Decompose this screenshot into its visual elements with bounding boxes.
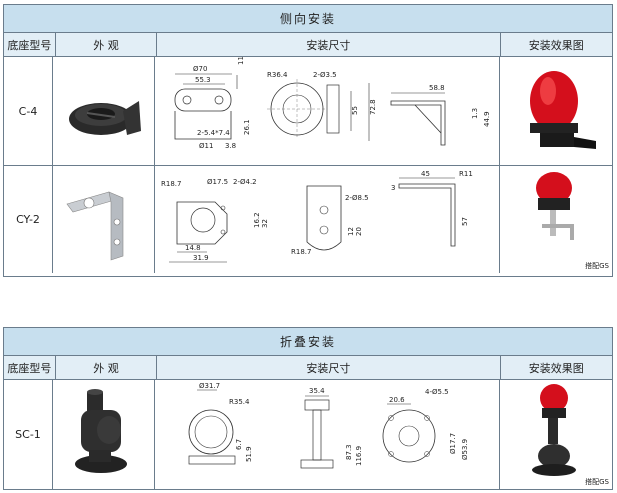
svg-text:Ø17.5: Ø17.5: [207, 178, 228, 186]
header-effect: 安装效果图: [528, 38, 584, 52]
model-label: CY-2: [4, 166, 53, 273]
svg-text:45: 45: [421, 170, 430, 178]
folding-mount-table: 折叠安装 底座型号 外 观 安装尺寸 安装效果图 SC-1 Ø31.7: [3, 327, 613, 490]
svg-text:R11: R11: [459, 170, 473, 178]
mount-effect-image: [500, 57, 612, 165]
svg-text:87.3: 87.3: [345, 444, 353, 460]
svg-text:3.8: 3.8: [225, 142, 236, 150]
table-header: 底座型号 外 观 安装尺寸 安装效果图: [4, 33, 612, 57]
mount-effect-image: 搭配GS: [500, 166, 612, 273]
svg-text:2-Ø4.2: 2-Ø4.2: [233, 178, 257, 186]
svg-text:20.6: 20.6: [389, 396, 405, 404]
table-row: CY-2 R18.7 Ø17.5 2-Ø4.2 16.2 32: [4, 166, 612, 273]
model-label: SC-1: [4, 380, 53, 489]
red-beacon-image: [530, 71, 596, 149]
model-label: C-4: [4, 57, 53, 165]
header-dimensions: 安装尺寸: [157, 356, 501, 379]
svg-text:55: 55: [351, 106, 359, 115]
table-row: SC-1 Ø31.7 R35.4 6.7 51.9: [4, 380, 612, 489]
side-mount-table: 侧向安装 底座型号 外 观 安装尺寸 安装效果图 C-4 Ø70 55.3: [3, 4, 613, 277]
table-title: 侧向安装: [4, 5, 612, 33]
svg-text:2-Ø3.5: 2-Ø3.5: [313, 71, 337, 79]
svg-text:32: 32: [261, 219, 269, 228]
table-header: 底座型号 外 观 安装尺寸 安装效果图: [4, 356, 612, 380]
svg-text:72.8: 72.8: [369, 99, 377, 115]
svg-text:2-5.4*7.4: 2-5.4*7.4: [197, 129, 230, 137]
table-title: 折叠安装: [4, 328, 612, 356]
svg-text:Ø53.9: Ø53.9: [461, 439, 469, 460]
svg-text:44.9: 44.9: [483, 111, 491, 127]
svg-text:12: 12: [347, 227, 355, 236]
svg-text:14.8: 14.8: [185, 244, 201, 252]
red-beacon-image: [532, 384, 576, 476]
product-photo: [53, 57, 155, 165]
header-appearance: 外 观: [56, 356, 158, 379]
svg-text:Ø31.7: Ø31.7: [199, 382, 220, 390]
pairing-note: 搭配GS: [585, 262, 609, 270]
svg-text:20: 20: [355, 227, 363, 236]
red-beacon-image: [536, 172, 574, 240]
svg-text:R35.4: R35.4: [229, 398, 250, 406]
svg-text:57: 57: [461, 217, 469, 226]
svg-text:R18.7: R18.7: [161, 180, 181, 188]
dimension-drawing: R18.7 Ø17.5 2-Ø4.2 16.2 32 14.8 31.9 2-Ø…: [155, 166, 500, 273]
c4-bracket-image: [69, 101, 141, 135]
svg-text:Ø11: Ø11: [199, 142, 213, 150]
table-row: C-4 Ø70 55.3 11.2: [4, 49, 612, 166]
header-appearance: 外 观: [56, 33, 158, 56]
dimension-drawing: Ø70 55.3 11.2 26.1 2-5.4*7.4 Ø11 3.8 R36…: [155, 49, 500, 165]
header-model: 底座型号: [4, 356, 56, 379]
svg-text:4-Ø5.5: 4-Ø5.5: [425, 388, 449, 396]
sc1-folding-base-image: [75, 389, 127, 473]
svg-text:Ø70: Ø70: [193, 65, 207, 73]
svg-text:2-Ø8.5: 2-Ø8.5: [345, 194, 369, 202]
dimension-drawing: Ø31.7 R35.4 6.7 51.9 35.4 87.3 116.9 20.…: [155, 380, 500, 489]
svg-text:Ø17.7: Ø17.7: [449, 433, 457, 454]
sc1-dimension-svg: Ø31.7 R35.4 6.7 51.9 35.4 87.3 116.9 20.…: [188, 382, 469, 469]
svg-text:35.4: 35.4: [309, 387, 325, 395]
svg-text:6.7: 6.7: [235, 439, 243, 450]
product-photo: [53, 166, 155, 273]
svg-text:58.8: 58.8: [429, 84, 445, 92]
svg-text:116.9: 116.9: [355, 446, 363, 466]
svg-text:1.3: 1.3: [471, 108, 479, 119]
header-model: 底座型号: [4, 33, 56, 56]
svg-text:31.9: 31.9: [193, 254, 209, 262]
mount-effect-image: 搭配GS: [500, 380, 612, 489]
c4-dimension-svg: Ø70 55.3 11.2 26.1 2-5.4*7.4 Ø11 3.8 R36…: [174, 49, 491, 150]
svg-text:3: 3: [391, 184, 395, 192]
svg-text:R36.4: R36.4: [267, 71, 288, 79]
product-photo: [53, 380, 155, 489]
svg-text:16.2: 16.2: [253, 212, 261, 228]
svg-text:11.2: 11.2: [237, 57, 245, 65]
svg-text:55.3: 55.3: [195, 76, 211, 84]
pairing-note: 搭配GS: [585, 478, 609, 486]
svg-text:R18.7: R18.7: [291, 248, 311, 256]
svg-text:51.9: 51.9: [245, 446, 253, 462]
header-dimensions: 安装尺寸: [157, 33, 501, 56]
cy2-dimension-svg: R18.7 Ø17.5 2-Ø4.2 16.2 32 14.8 31.9 2-Ø…: [161, 170, 473, 263]
cy2-bracket-image: [66, 191, 124, 261]
svg-text:26.1: 26.1: [243, 119, 251, 135]
header-effect: 安装效果图: [528, 361, 584, 375]
